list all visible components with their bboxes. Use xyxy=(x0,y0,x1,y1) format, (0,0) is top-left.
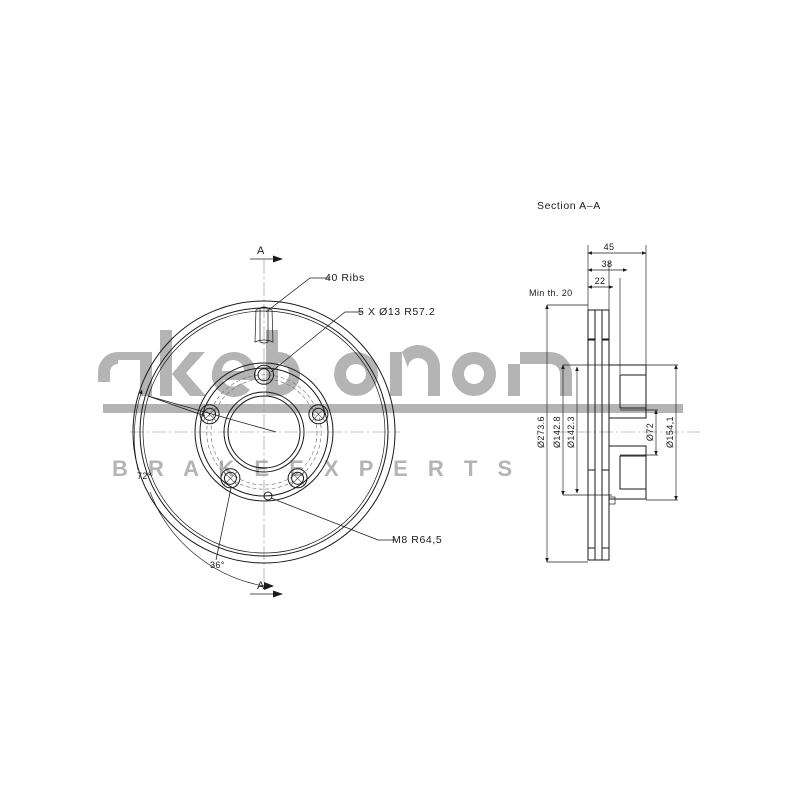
callout-bolt-reference xyxy=(147,395,277,561)
rotor-hat-outer xyxy=(194,362,334,502)
friction-ring-upper xyxy=(587,338,610,471)
center-bore xyxy=(227,395,301,469)
dim-154-1-label: Ø154,1 xyxy=(665,416,675,448)
rotor-friction-outer xyxy=(139,307,389,557)
dim-273-6-label: Ø273.6 xyxy=(536,416,546,448)
callout-bolt-holes: 5 X Ø13 R57.2 xyxy=(270,306,435,373)
angle-dimension-72: 72° xyxy=(134,389,152,481)
watermark-tagline: B R A K E E X P E R T S xyxy=(112,456,519,481)
min-thickness-note: Min th. 20 xyxy=(529,288,573,298)
rotor-friction-inner xyxy=(142,310,386,554)
callout-ribs: 40 Ribs xyxy=(265,272,365,313)
section-mark-top: A xyxy=(250,245,283,263)
section-letter-bottom: A xyxy=(257,580,265,592)
angle-dimension-36: 36° xyxy=(149,491,274,590)
bolt-circle-hidden xyxy=(206,374,322,490)
callout-m8: M8 R64,5 xyxy=(270,497,442,546)
m8-threaded-hole xyxy=(263,491,273,501)
diameter-dimensions-right: Ø72 Ø154,1 xyxy=(620,364,678,501)
min-thickness-label: Min th. 20 xyxy=(529,288,573,298)
dim-142-3-label: Ø142.3 xyxy=(566,416,576,448)
width-dimensions: 45 38 22 xyxy=(587,242,647,374)
callout-ribs-label: 40 Ribs xyxy=(325,272,365,284)
dim-142-8-label: Ø142.8 xyxy=(552,416,562,448)
hat-inner-hidden xyxy=(210,378,318,486)
dim-45-label: 45 xyxy=(604,242,615,252)
section-title: Section A–A xyxy=(537,200,601,212)
disc-top-hatch-a xyxy=(587,309,596,341)
section-letter-top: A xyxy=(257,245,265,257)
diameter-dimensions-left: Ø273.6 Ø142.8 Ø142.3 xyxy=(536,304,612,563)
friction-ring-lower xyxy=(587,469,610,549)
angle-72-label: 72° xyxy=(137,471,152,481)
disc-bottom-hatch-b xyxy=(601,547,610,561)
hat-undercut xyxy=(608,496,616,505)
rotor-outer-diameter xyxy=(132,300,396,564)
callout-m8-label: M8 R64,5 xyxy=(392,534,442,546)
hat-section xyxy=(608,364,647,505)
dim-38-label: 38 xyxy=(602,259,613,269)
bolt-hole xyxy=(308,404,329,425)
dim-72-label: Ø72 xyxy=(645,423,655,441)
dim-22-label: 22 xyxy=(595,276,606,286)
center-bore-outer xyxy=(223,391,305,473)
angle-36-label: 36° xyxy=(210,560,225,570)
section-mark-bottom: A xyxy=(250,580,283,598)
hat-wall-lower xyxy=(608,445,647,500)
bolt-hole xyxy=(220,468,241,489)
disc-bottom-hatch-a xyxy=(587,547,596,561)
section-view: Section A–A xyxy=(529,200,700,563)
bolt-hole-group xyxy=(199,364,329,489)
bolt-hole xyxy=(254,364,274,385)
disc-top-hatch-b xyxy=(601,309,610,341)
front-view: A A 40 Ribs 5 X Ø13 R57.2 xyxy=(130,245,442,598)
cooling-rib xyxy=(254,306,274,344)
bolt-hole xyxy=(287,468,308,489)
callout-bolt-holes-label: 5 X Ø13 R57.2 xyxy=(358,306,435,318)
